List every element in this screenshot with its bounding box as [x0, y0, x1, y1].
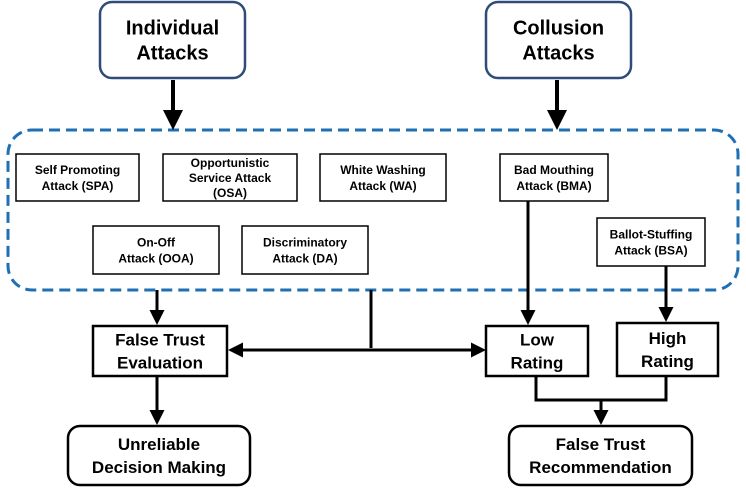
false-trust-evaluation-box-label-line-1: False Trust [115, 331, 205, 350]
ooa-box-label-line-2: Attack (OOA) [118, 251, 193, 265]
osa-box-outline [162, 153, 298, 202]
false-trust-recommendation-box-outline [507, 424, 694, 487]
spa-box-label-line-1: Self Promoting [35, 163, 120, 177]
spa-box-outline [15, 153, 140, 202]
individual-attacks-box-label-line-2: Attacks [136, 43, 208, 65]
attack-group-container [6, 128, 740, 292]
ooa-box-outline [92, 225, 220, 275]
connectors-thin [149, 200, 674, 425]
false-trust-recommendation-box-label-line-2: Recommendation [529, 458, 672, 477]
osa-box-label-line-2: Service Attack [189, 171, 272, 185]
connectors [163, 80, 567, 130]
collusion-attacks-box-label-line-1: Collusion [513, 18, 604, 40]
da-box-label-line-2: Attack (DA) [272, 251, 337, 265]
osa-box-label-line-3: (OSA) [213, 186, 247, 200]
bsa-box-label-line-2: Attack (BSA) [614, 243, 687, 257]
low-rating-box-label-line-2: Rating [511, 354, 564, 373]
bsa-box-outline [596, 217, 706, 267]
line-ratings-join [534, 376, 668, 402]
bma-box-label-line-1: Bad Mouthing [514, 163, 594, 177]
da-box-outline [241, 225, 369, 275]
false-trust-evaluation-box-outline [91, 324, 229, 378]
high-rating-box-outline [615, 321, 720, 378]
high-rating-box-label-line-2: Rating [641, 352, 694, 371]
individual-attacks-box-outline [98, 0, 247, 80]
unreliable-decision-making-box-label-line-2: Decision Making [92, 458, 226, 477]
ooa-box-label-line-1: On-Off [137, 235, 176, 249]
low-rating-box-label-line-1: Low [520, 331, 555, 350]
da-box-label-line-1: Discriminatory [263, 235, 347, 249]
individual-attacks-box-label-line-1: Individual [126, 18, 219, 40]
collusion-attacks-box-outline [484, 0, 633, 80]
wa-box-outline [319, 153, 447, 202]
bsa-box-label-line-1: Ballot-Stuffing [610, 227, 693, 241]
osa-box-label-line-1: Opportunistic [191, 156, 270, 170]
unreliable-decision-making-box-label-line-1: Unreliable [118, 435, 200, 454]
collusion-attacks-box-label-line-2: Attacks [522, 43, 594, 65]
wa-box-label-line-1: White Washing [340, 163, 426, 177]
bma-box-outline [499, 153, 609, 202]
wa-box-label-line-2: Attack (WA) [349, 179, 416, 193]
high-rating-box-label-line-1: High [649, 329, 687, 348]
bma-box-label-line-2: Attack (BMA) [516, 179, 591, 193]
false-trust-recommendation-box-label-line-1: False Trust [556, 435, 646, 454]
false-trust-evaluation-box-label-line-2: Evaluation [117, 354, 203, 373]
unreliable-decision-making-box-outline [66, 424, 252, 487]
spa-box-label-line-2: Attack (SPA) [42, 179, 114, 193]
low-rating-box-outline [484, 324, 590, 378]
